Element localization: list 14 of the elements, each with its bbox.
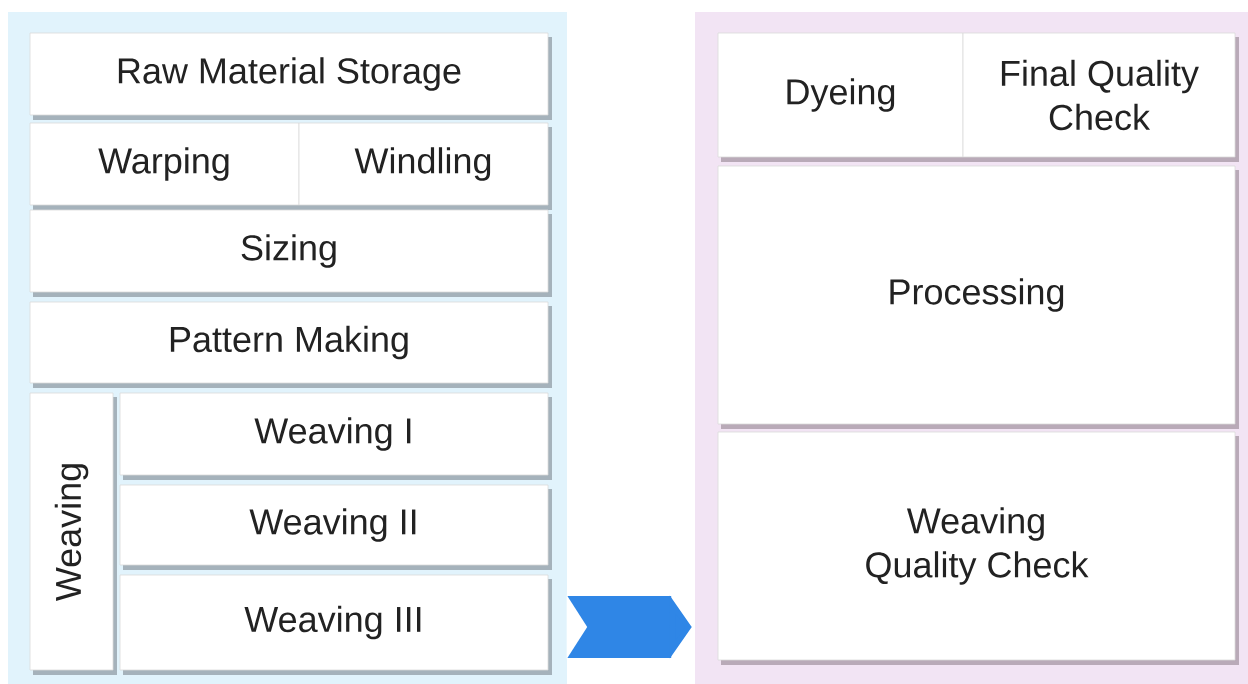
chevron-arrow [566,595,692,659]
process-box: Weaving III [119,574,552,675]
process-box: Windling [298,122,552,210]
process-box: Final Quality Check [962,32,1239,162]
process-box: Weaving Quality Check [717,431,1239,665]
process-box: Warping [29,122,303,210]
process-box: Dyeing [717,32,967,162]
process-box: Sizing [29,209,552,297]
process-box: Pattern Making [29,301,552,388]
process-box: Weaving I [119,392,552,480]
process-box: Raw Material Storage [29,32,552,120]
process-box: Weaving II [119,484,552,570]
process-box: Processing [717,165,1239,429]
process-box: Weaving [29,392,117,675]
